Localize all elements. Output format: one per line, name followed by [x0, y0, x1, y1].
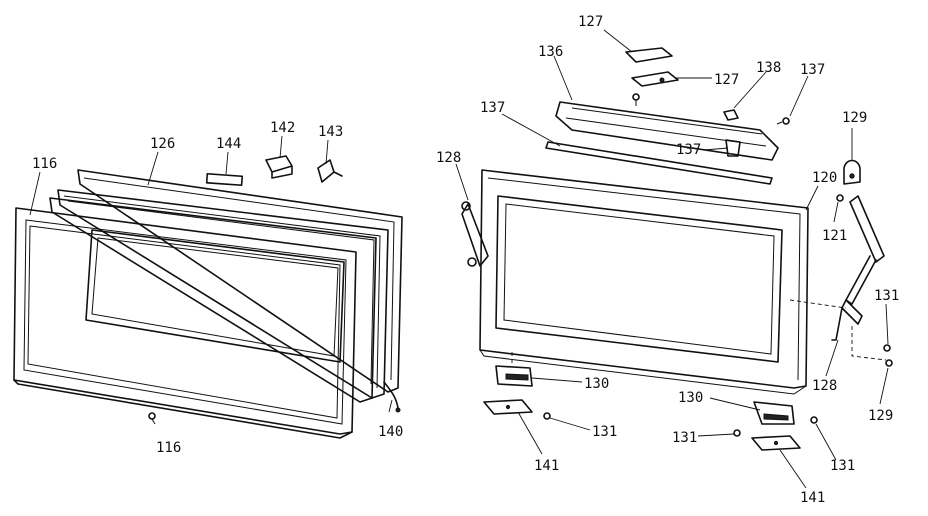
wire-140 [383, 381, 399, 409]
callout-121: 121 [822, 228, 847, 244]
strip-137 [545, 141, 773, 185]
callout-116: 116 [32, 156, 57, 172]
door-120 [479, 169, 809, 389]
callout-labels: 116 126 144 142 143 116 140 127 127 136 … [32, 14, 899, 506]
callout-138: 138 [756, 60, 781, 76]
callout-142: 142 [270, 120, 295, 136]
callout-143: 143 [318, 124, 343, 140]
hinge-130-left [495, 365, 533, 387]
trim-rail-136 [555, 101, 779, 161]
screw-121 [836, 194, 844, 202]
door-gasket-frame [57, 189, 389, 399]
bracket-142 [265, 155, 293, 179]
callout-144: 144 [216, 136, 241, 152]
callout-127-lower: 127 [714, 72, 739, 88]
plate-141-right [751, 435, 801, 451]
callout-137-bracket: 137 [676, 142, 701, 158]
callout-128-left: 128 [436, 150, 461, 166]
hinge-bracket [831, 299, 863, 341]
callout-137-screw: 137 [800, 62, 825, 78]
callout-130-left: 130 [584, 376, 609, 392]
left-door-assembly [13, 135, 403, 439]
callout-131-right: 131 [874, 288, 899, 304]
right-door-assembly [455, 29, 893, 489]
clip-138 [723, 109, 739, 121]
screw-131-right [883, 344, 891, 352]
callout-131-left: 131 [592, 424, 617, 440]
screw-116 [148, 412, 156, 420]
callout-131-bottom: 131 [672, 430, 697, 446]
callout-141-left: 141 [534, 458, 559, 474]
plate-127-lower [631, 71, 679, 87]
callout-120: 120 [812, 170, 837, 186]
bracket-143 [317, 159, 343, 183]
bracket-137 [725, 139, 741, 157]
plate-141-left [483, 399, 533, 415]
door-panel-126 [77, 169, 403, 393]
callout-136: 136 [538, 44, 563, 60]
callout-131-bottom-right: 131 [830, 458, 855, 474]
screw-131-bottom [733, 429, 741, 437]
callout-129-right: 129 [868, 408, 893, 424]
callout-141-right: 141 [800, 490, 825, 506]
callout-129-cap: 129 [842, 110, 867, 126]
callout-137-strip: 137 [480, 100, 505, 116]
clip-144 [205, 173, 244, 187]
hinge-arm-128-left [461, 203, 489, 267]
callout-128-right: 128 [812, 378, 837, 394]
callout-130-right: 130 [678, 390, 703, 406]
screw-137 [782, 117, 790, 125]
door-frame-116 [13, 207, 357, 435]
door-window-opening [85, 229, 345, 363]
screw-131-left [543, 412, 551, 420]
callout-140: 140 [378, 424, 403, 440]
callout-116-screw: 116 [156, 440, 181, 456]
plate-127-upper [625, 47, 673, 63]
screw-129-right [885, 359, 893, 367]
callout-127-upper: 127 [578, 14, 603, 30]
hinge-130-right [753, 401, 795, 425]
screw-small [632, 93, 640, 101]
hinge-arm-128-right [849, 195, 885, 263]
callout-126: 126 [150, 136, 175, 152]
screw-131-bottom-right [810, 416, 818, 424]
hinge-cap-129 [843, 159, 861, 185]
